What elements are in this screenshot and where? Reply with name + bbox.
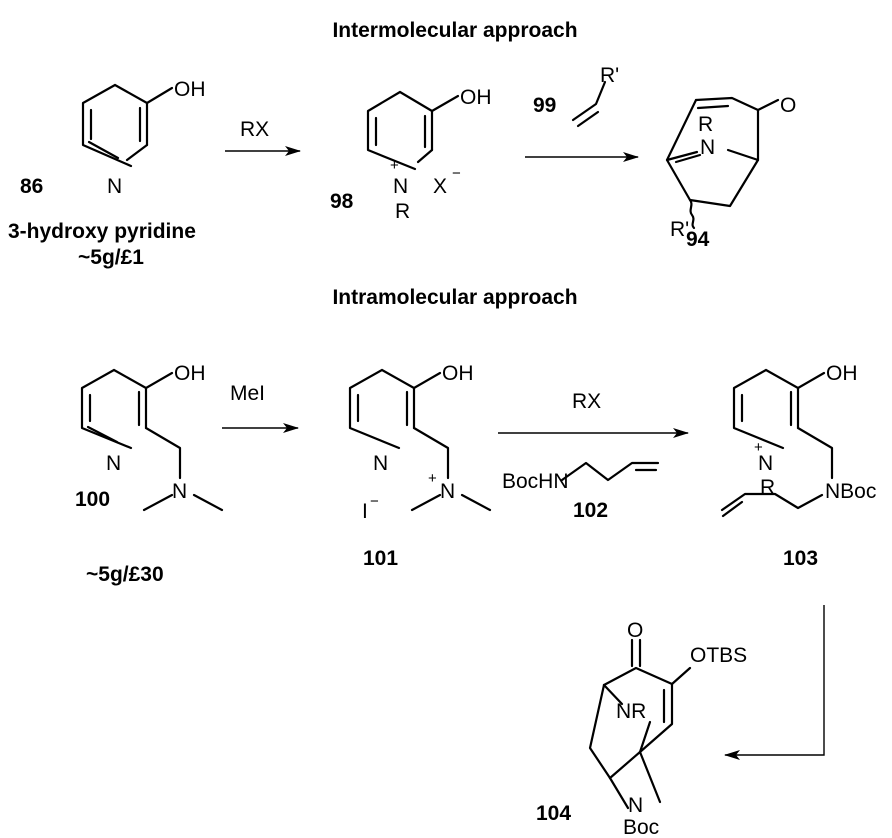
atom-n-plus: N <box>440 480 455 503</box>
arrow-5 <box>724 605 825 760</box>
atom-o: O <box>780 94 796 117</box>
label-100: 100 <box>75 488 110 511</box>
label-102: 102 <box>573 499 608 522</box>
atom-iodide: I <box>362 500 368 523</box>
atom-nr: NR <box>616 700 646 723</box>
reagent-rx-1: RX <box>240 118 269 141</box>
label-103: 103 <box>783 547 818 570</box>
atom-r-prime: R' <box>670 218 689 241</box>
reagent-mei: MeI <box>230 382 265 405</box>
reagent-rx-2: RX <box>572 390 601 413</box>
atom-x: X <box>433 175 447 198</box>
atom-oh: OH <box>174 78 206 101</box>
title-intramolecular: Intramolecular approach <box>332 286 577 309</box>
atom-plus: + <box>390 157 399 174</box>
molecule-100: OH N N <box>80 362 224 512</box>
atom-r: R <box>395 200 410 223</box>
atom-n: N <box>107 175 122 198</box>
atom-oh: OH <box>442 362 474 385</box>
atom-oh: OH <box>174 362 206 385</box>
atom-n-amine: N <box>172 480 187 503</box>
atom-r: R <box>698 113 713 136</box>
alkene-99: R' <box>571 64 619 128</box>
reagent-102: BocHN <box>502 461 660 493</box>
label-100-price: ~5g/£30 <box>86 563 164 586</box>
atom-r: R <box>760 476 775 499</box>
label-101: 101 <box>363 547 398 570</box>
label-94: 94 <box>686 228 710 251</box>
atom-nboc: NBoc <box>825 480 876 503</box>
molecule-94: O R N R' <box>665 94 796 241</box>
molecule-103: OH N + R NBoc <box>720 362 876 518</box>
atom-oh: OH <box>826 362 858 385</box>
molecule-101: OH N N + I − <box>348 362 492 523</box>
atom-n: N <box>700 136 715 159</box>
molecule-86: OH N <box>81 78 206 198</box>
molecule-98: OH N + R X − <box>366 86 492 223</box>
label-104: 104 <box>536 802 571 825</box>
atom-n-plus: N <box>393 175 408 198</box>
label-86-price: ~5g/£1 <box>78 246 144 269</box>
atom-n: N <box>628 794 643 817</box>
atom-n: N <box>373 452 388 475</box>
label-86: 86 <box>20 175 43 198</box>
label-86-name: 3-hydroxy pyridine <box>8 220 196 243</box>
title-intermolecular: Intermolecular approach <box>332 19 577 42</box>
atom-boc: Boc <box>623 816 659 838</box>
atom-otbs: OTBS <box>690 644 747 667</box>
atom-minus: − <box>452 165 461 182</box>
molecule-104: O OTBS NR N Boc <box>588 619 747 838</box>
atom-n-plus: N <box>758 452 773 475</box>
atom-oh: OH <box>460 86 492 109</box>
label-98: 98 <box>330 190 354 213</box>
atom-r-prime: R' <box>600 64 619 87</box>
atom-bochn: BocHN <box>502 470 569 493</box>
atom-plus: + <box>754 439 763 456</box>
atom-plus: + <box>428 470 437 487</box>
atom-minus: − <box>370 493 379 510</box>
atom-o: O <box>627 619 643 642</box>
atom-n: N <box>106 452 121 475</box>
label-99: 99 <box>533 94 556 117</box>
